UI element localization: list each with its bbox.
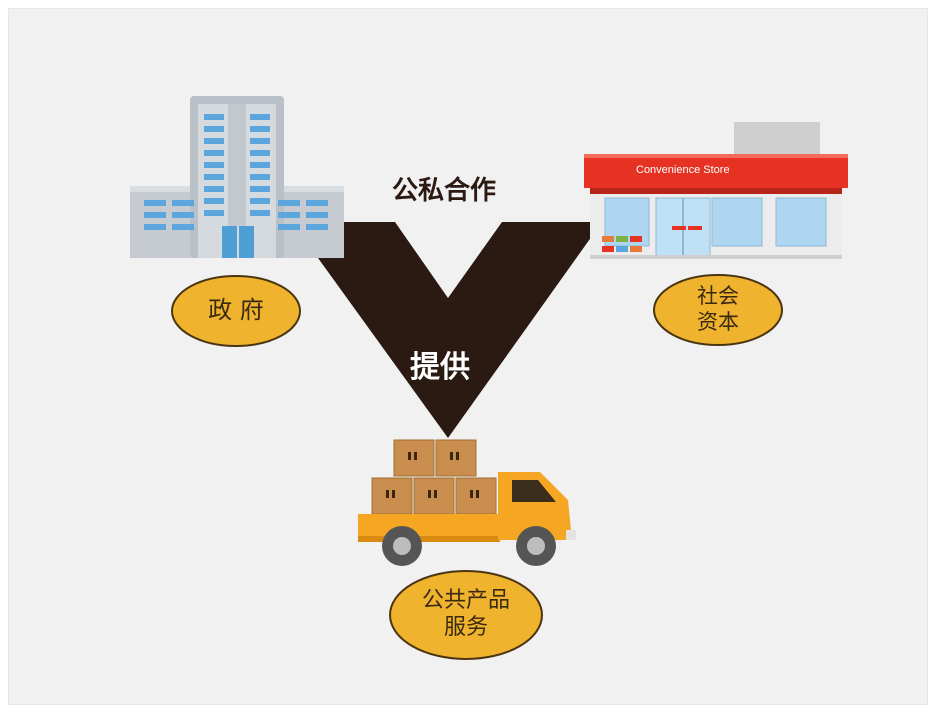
social-capital-line2: 资本 xyxy=(697,310,739,334)
government-ellipse xyxy=(171,275,301,347)
public-service-ellipse xyxy=(389,570,543,660)
top-label: 公私合作 xyxy=(392,176,497,206)
store-sign-text: Convenience Store xyxy=(636,164,730,176)
public-service-label: 公共产品 服务 xyxy=(390,571,542,659)
delivery-truck-icon xyxy=(358,439,576,566)
social-capital-line1: 社会 xyxy=(697,284,739,309)
social-capital-ellipse xyxy=(653,274,783,346)
convenience-store-icon xyxy=(584,122,848,259)
government-building-icon xyxy=(130,96,344,258)
center-label: 提供 xyxy=(410,350,470,385)
government-label: 政 府 xyxy=(208,296,264,325)
public-service-line1: 公共产品 xyxy=(421,588,510,614)
v-funnel-shape xyxy=(292,222,602,438)
social-capital-label: 社会 资本 xyxy=(654,275,782,345)
public-service-line2: 服务 xyxy=(443,615,488,640)
